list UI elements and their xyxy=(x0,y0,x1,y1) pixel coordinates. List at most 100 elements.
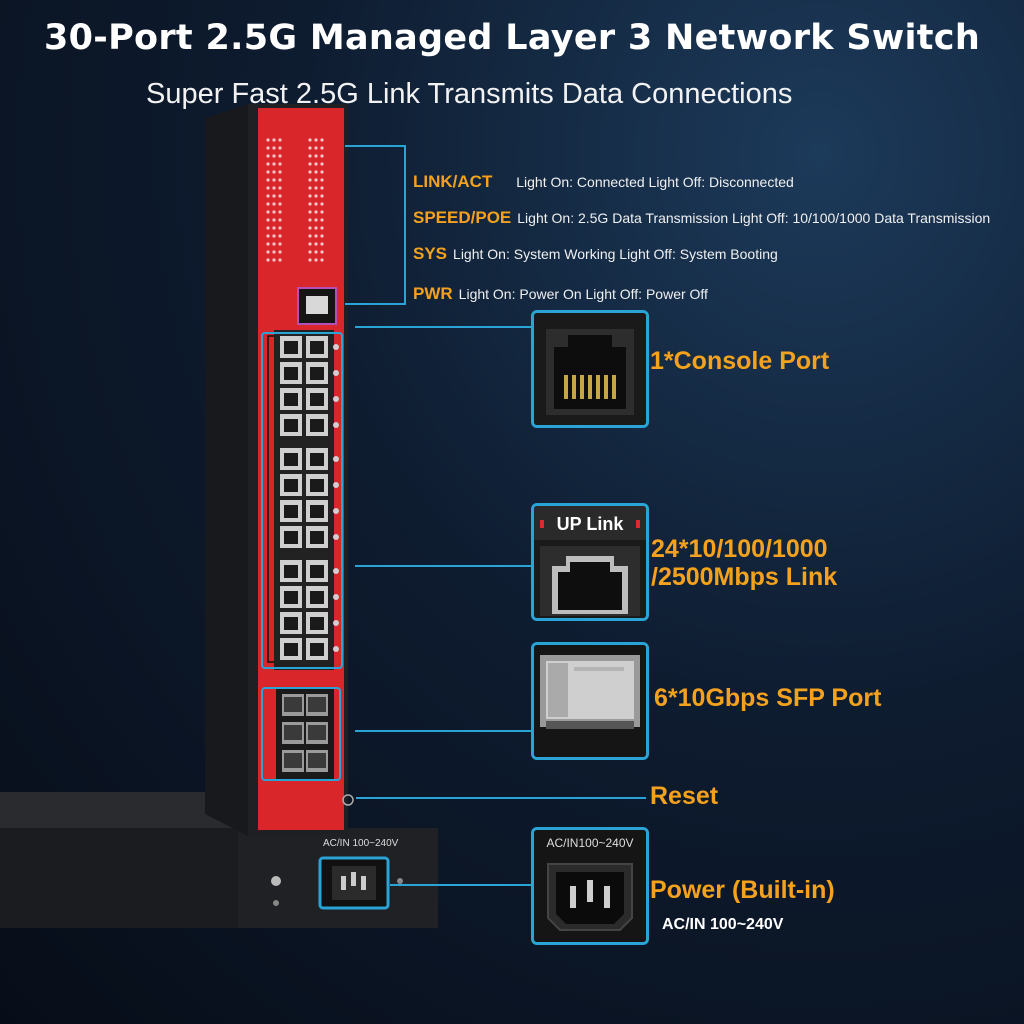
led-dot xyxy=(320,258,324,262)
led-dot xyxy=(272,186,276,190)
sfp-leader xyxy=(355,730,533,732)
led-dot xyxy=(272,226,276,230)
rj45-highlight xyxy=(261,332,343,669)
led-dot xyxy=(266,210,270,214)
uplink-port-zoom: UP Link xyxy=(531,503,649,621)
base-top-edge xyxy=(0,792,262,828)
led-dot xyxy=(272,170,276,174)
led-dot xyxy=(314,202,318,206)
led-dot xyxy=(320,210,324,214)
uplink-label: UP Link xyxy=(556,514,624,534)
led-dot xyxy=(272,138,276,142)
led-dot xyxy=(314,242,318,246)
led-key: SYS xyxy=(413,244,448,263)
led-dot xyxy=(308,258,312,262)
led-key: LINK/ACT xyxy=(413,172,493,191)
led-dot xyxy=(320,138,324,142)
led-desc: Light On: System Working Light Off: Syst… xyxy=(453,246,778,262)
led-dot xyxy=(266,194,270,198)
reset-hole xyxy=(342,794,354,806)
led-dot xyxy=(278,178,282,182)
port-led xyxy=(333,594,339,600)
led-leader-v xyxy=(404,145,406,305)
led-dot xyxy=(266,138,270,142)
led-dot xyxy=(314,234,318,238)
rj45-uplink-icon xyxy=(534,506,646,618)
link-leader xyxy=(355,565,533,567)
power-leader xyxy=(390,884,533,886)
led-dot xyxy=(278,250,282,254)
led-dot xyxy=(266,218,270,222)
led-indicator-grid xyxy=(266,138,324,262)
led-dot xyxy=(308,162,312,166)
power-zoom-label: AC/IN100~240V xyxy=(546,836,634,850)
port-led xyxy=(333,344,339,350)
led-dot xyxy=(278,138,282,142)
led-dot xyxy=(320,186,324,190)
led-row-sys: SYS Light On: System Working Light Off: S… xyxy=(413,244,778,264)
led-dot xyxy=(272,146,276,150)
led-dot xyxy=(320,194,324,198)
led-dot xyxy=(278,258,282,262)
led-dot xyxy=(266,146,270,150)
switch-illustration xyxy=(0,104,438,928)
led-dot xyxy=(308,250,312,254)
led-dot xyxy=(308,138,312,142)
link-ports-label-line1: 24*10/100/1000 xyxy=(651,535,828,563)
console-port-zoom xyxy=(531,310,649,428)
console-leader xyxy=(355,326,533,328)
led-dot xyxy=(266,242,270,246)
port-led xyxy=(333,456,339,462)
led-dot xyxy=(278,210,282,214)
led-dot xyxy=(278,202,282,206)
led-dot xyxy=(308,218,312,222)
led-dot xyxy=(266,250,270,254)
led-dot xyxy=(314,178,318,182)
port-led xyxy=(333,508,339,514)
led-dot xyxy=(278,146,282,150)
led-dot xyxy=(314,258,318,262)
link-ports-label-line2: /2500Mbps Link xyxy=(651,563,838,591)
led-dot xyxy=(314,218,318,222)
led-dot xyxy=(278,170,282,174)
led-dot xyxy=(308,146,312,150)
led-desc: Light On: Power On Light Off: Power Off xyxy=(458,286,708,302)
led-dot xyxy=(272,258,276,262)
led-row-link-act: LINK/ACT Light On: Connected Light Off: … xyxy=(413,172,794,192)
led-dot xyxy=(278,218,282,222)
led-dot xyxy=(278,234,282,238)
led-dot xyxy=(266,154,270,158)
led-key: SPEED/POE xyxy=(413,208,512,227)
led-dot xyxy=(320,242,324,246)
led-dot xyxy=(314,250,318,254)
reset-label: Reset xyxy=(650,782,719,810)
led-dot xyxy=(266,234,270,238)
led-dot xyxy=(308,178,312,182)
led-leader-h1 xyxy=(345,145,405,147)
port-led xyxy=(333,568,339,574)
led-dot xyxy=(272,194,276,198)
led-dot xyxy=(278,194,282,198)
led-dot xyxy=(308,154,312,158)
led-dot xyxy=(320,178,324,182)
led-dot xyxy=(320,226,324,230)
led-dot xyxy=(278,226,282,230)
led-dot xyxy=(320,234,324,238)
led-dot xyxy=(272,218,276,222)
sfp-cage-icon xyxy=(534,645,646,757)
led-dot xyxy=(272,154,276,158)
port-led xyxy=(333,534,339,540)
led-dot xyxy=(278,242,282,246)
led-dot xyxy=(272,202,276,206)
port-led xyxy=(333,396,339,402)
led-leader-h2 xyxy=(345,303,405,305)
port-led xyxy=(333,422,339,428)
power-socket-icon xyxy=(534,830,646,942)
led-dot xyxy=(308,234,312,238)
led-dot xyxy=(272,242,276,246)
led-dot xyxy=(308,202,312,206)
led-dot xyxy=(314,210,318,214)
led-dot xyxy=(320,162,324,166)
led-dot xyxy=(314,154,318,158)
led-key: PWR xyxy=(413,284,453,303)
